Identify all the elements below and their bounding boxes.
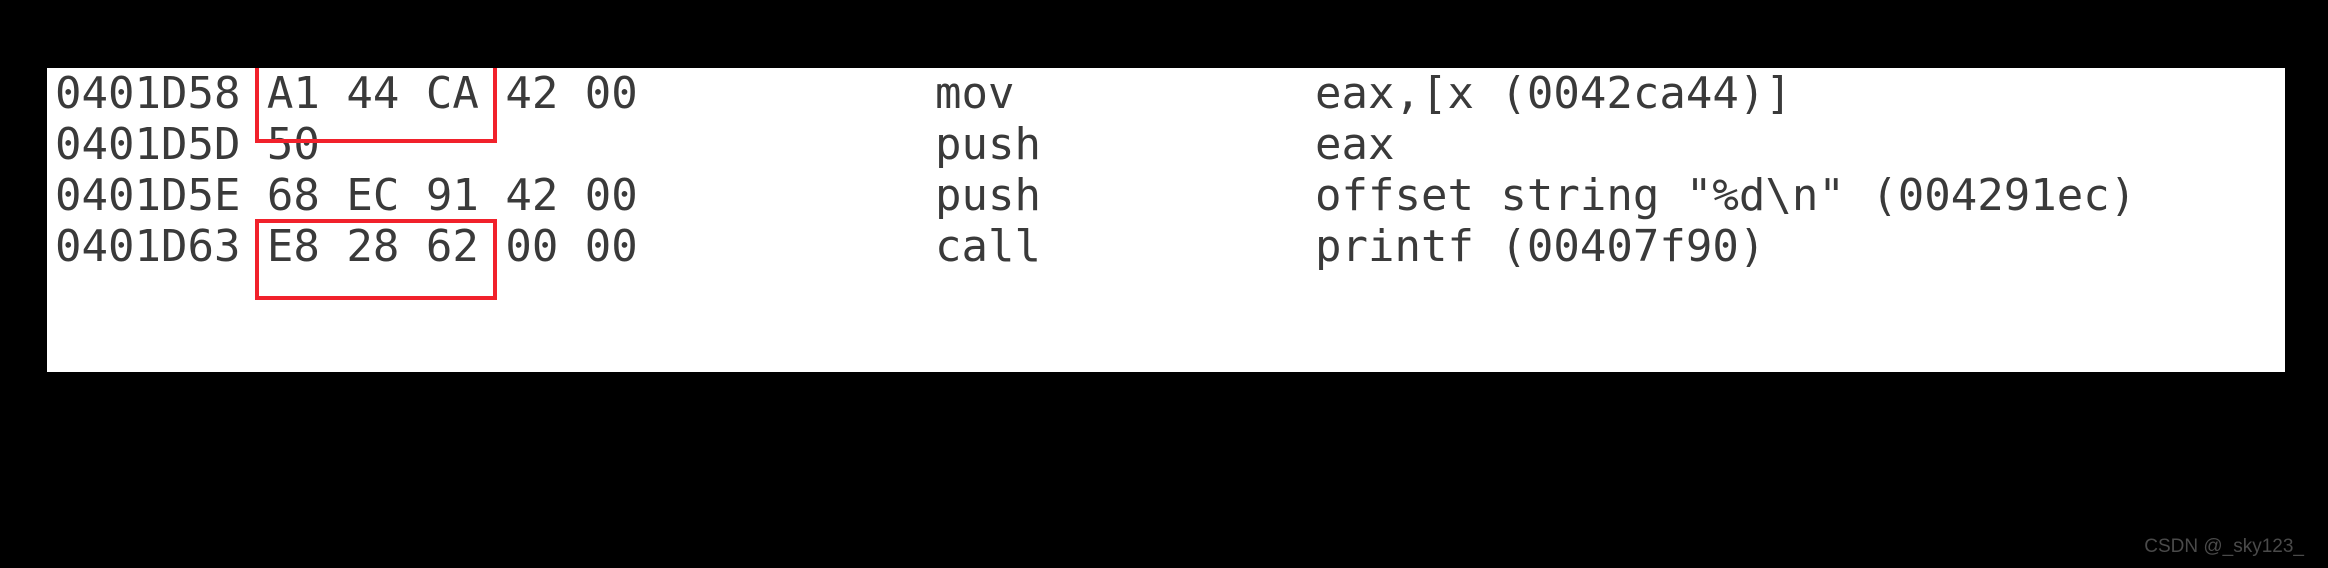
disassembly-line[interactable]: 0401D63 E8 28 62 00 00 call printf (0040… [47,221,2285,272]
line-mnemonic: push [935,170,1041,221]
line-mnemonic: mov [935,68,1015,119]
line-operands: eax [1315,119,1395,170]
line-address-bytes: 0401D63 E8 28 62 00 00 [55,221,638,272]
disassembly-line[interactable]: 0401D5D 50 push eax [47,119,2285,170]
line-address-bytes: 0401D58 A1 44 CA 42 00 [55,68,638,119]
disassembly-line[interactable]: 0401D5E 68 EC 91 42 00 push offset strin… [47,170,2285,221]
line-address-bytes: 0401D5D 50 [55,119,320,170]
line-operands: eax,[x (0042ca44)] [1315,68,1792,119]
disassembly-panel[interactable]: 0401D58 A1 44 CA 42 00 mov eax,[x (0042c… [47,68,2285,372]
line-address-bytes: 0401D5E 68 EC 91 42 00 [55,170,638,221]
line-operands: offset string "%d\n" (004291ec) [1315,170,2137,221]
watermark: CSDN @_sky123_ [2144,536,2304,557]
disassembly-line[interactable]: 0401D58 A1 44 CA 42 00 mov eax,[x (0042c… [47,68,2285,119]
line-mnemonic: push [935,119,1041,170]
line-operands: printf (00407f90) [1315,221,1766,272]
line-mnemonic: call [935,221,1041,272]
